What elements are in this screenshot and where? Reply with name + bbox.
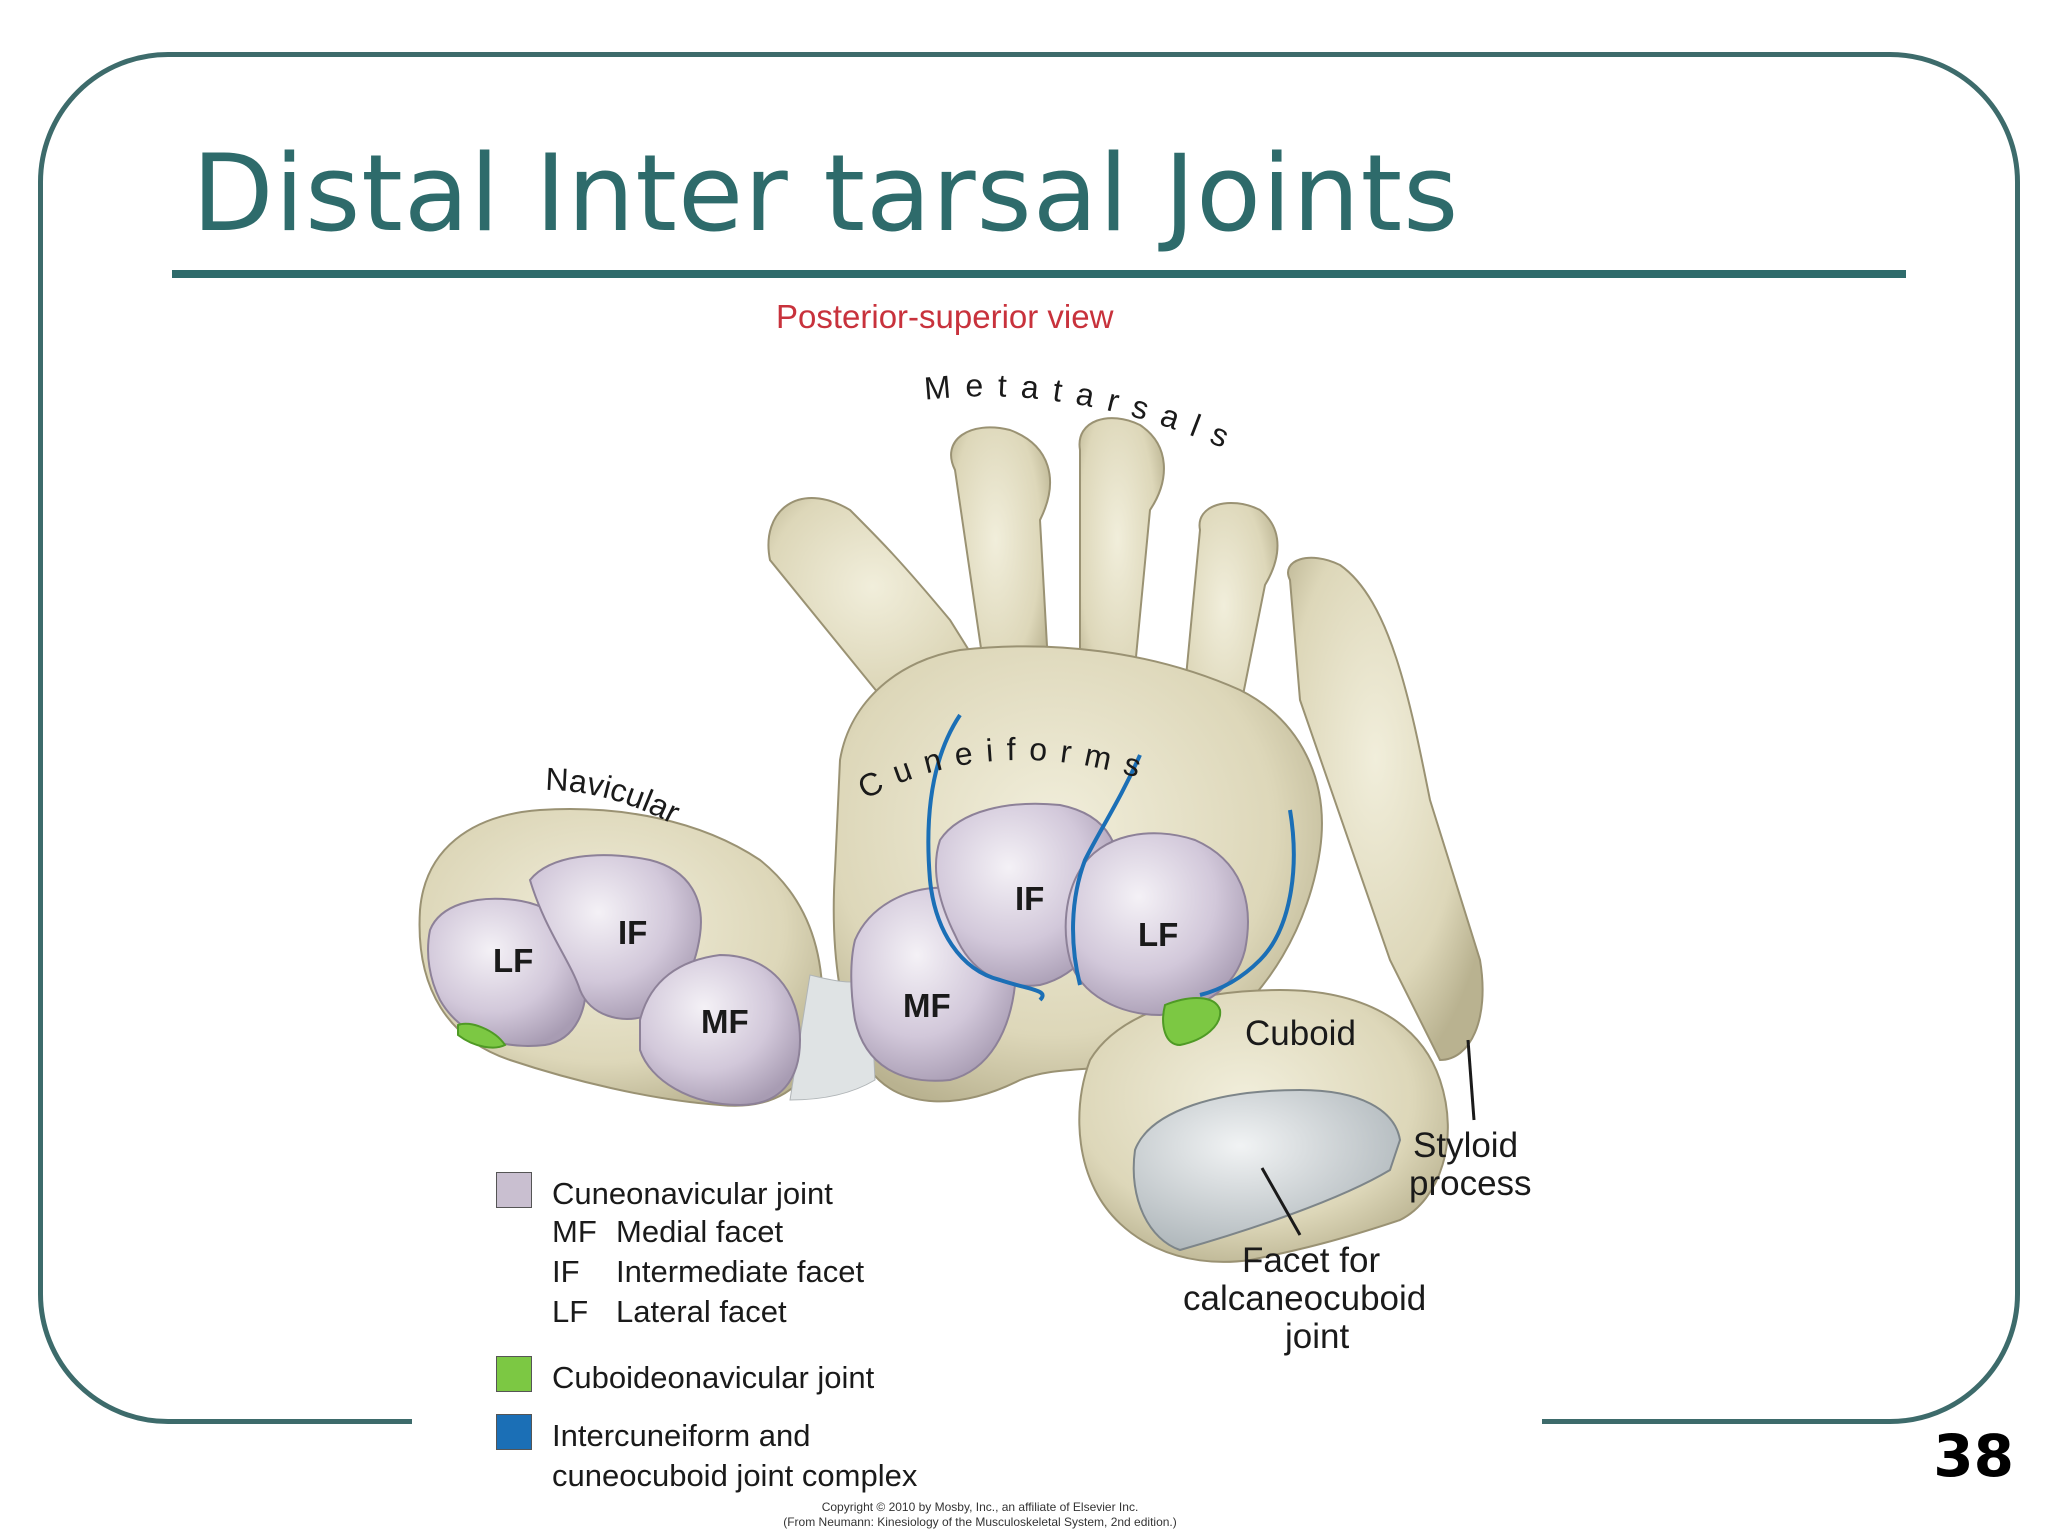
copyright-line2: (From Neumann: Kinesiology of the Muscul… bbox=[783, 1515, 1177, 1529]
slide-number: 38 bbox=[1933, 1422, 2014, 1490]
cuneiform-lf-label: LF bbox=[1138, 916, 1178, 953]
view-label: Posterior-superior view bbox=[776, 298, 1114, 335]
legend-if-text: Intermediate facet bbox=[616, 1254, 865, 1289]
intercuneiform-swatch bbox=[496, 1414, 532, 1450]
legend-cuneonavicular-text: Cuneonavicular joint bbox=[552, 1176, 833, 1211]
facet-label-line3: joint bbox=[1284, 1317, 1349, 1356]
navicular-medial-facet bbox=[639, 953, 802, 1107]
title-divider bbox=[172, 270, 1906, 278]
navicular-lf-label: LF bbox=[493, 942, 533, 979]
frame-gap bbox=[412, 1400, 1542, 1460]
legend-intercuneiform-line2: cuneocuboid joint complex bbox=[552, 1458, 918, 1493]
navicular-mf-label: MF bbox=[701, 1003, 749, 1040]
legend-lf-abbr: LF bbox=[552, 1294, 589, 1329]
cuboideonavicular-swatch bbox=[496, 1356, 532, 1392]
figure-copyright: Copyright © 2010 by Mosby, Inc., an affi… bbox=[740, 1500, 1220, 1530]
copyright-line1: Copyright © 2010 by Mosby, Inc., an affi… bbox=[821, 1500, 1139, 1514]
legend-mf-text: Medial facet bbox=[616, 1214, 784, 1249]
legend-cuboideonavicular-text: Cuboideonavicular joint bbox=[552, 1360, 875, 1395]
calcaneocuboid-facet bbox=[1132, 1088, 1402, 1252]
facet-leader bbox=[1260, 1167, 1302, 1236]
legend-lf-text: Lateral facet bbox=[616, 1294, 787, 1329]
facet-label-line2: calcaneocuboid bbox=[1183, 1279, 1426, 1318]
cuneiform-if-label: IF bbox=[1015, 880, 1044, 917]
cuboid-label: Cuboid bbox=[1245, 1014, 1356, 1053]
facet-label-line1: Facet for bbox=[1242, 1241, 1380, 1280]
navicular-facets bbox=[427, 854, 802, 1107]
cuboideonavicular-joint-navicular bbox=[457, 1022, 507, 1049]
intercuneiform-joint-lines bbox=[926, 713, 1296, 1002]
navicular-lateral-facet bbox=[427, 897, 587, 1047]
cuneiform-mf-label: MF bbox=[903, 987, 951, 1024]
styloid-label-line1: Styloid bbox=[1413, 1126, 1518, 1165]
cuneonavicular-swatch bbox=[496, 1172, 532, 1208]
legend-intercuneiform-line1: Intercuneiform and bbox=[552, 1418, 811, 1453]
cuneiform-lateral-facet bbox=[1064, 832, 1249, 1017]
cuboideonavicular-joint-cuboid bbox=[1162, 997, 1222, 1047]
legend-if-abbr: IF bbox=[552, 1254, 580, 1289]
styloid-leader bbox=[1466, 1039, 1476, 1121]
navicular-if-label: IF bbox=[618, 914, 647, 951]
slide-title: Distal Inter tarsal Joints bbox=[192, 132, 1460, 255]
styloid-label-line2: process bbox=[1409, 1164, 1532, 1203]
legend-mf-abbr: MF bbox=[552, 1214, 597, 1249]
